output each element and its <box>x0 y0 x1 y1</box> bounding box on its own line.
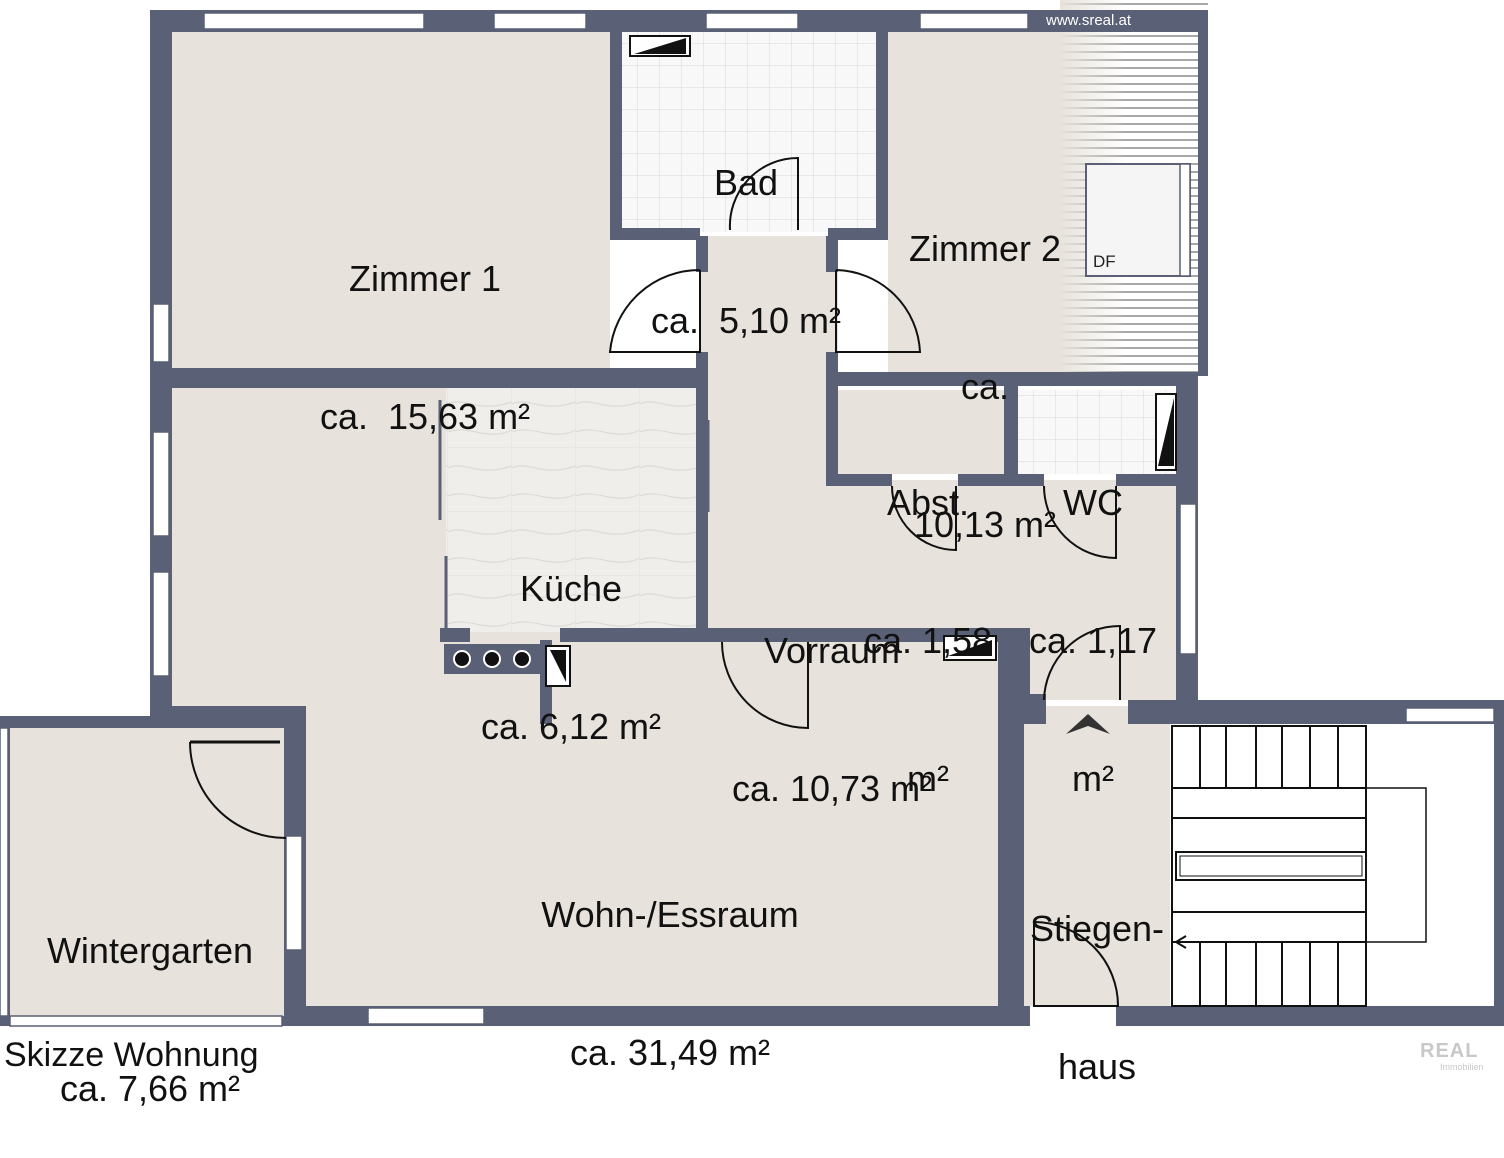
brand-logo: REAL <box>1420 1040 1479 1062</box>
vent-icon-bad <box>629 35 691 57</box>
room-area: m² <box>907 758 949 799</box>
door-abst <box>891 485 957 552</box>
label-bad: Bad ca. 5,10 m² <box>626 68 866 390</box>
floor-abst <box>836 390 1008 474</box>
label-zimmer1: Zimmer 1 ca. 15,63 m² <box>290 164 560 486</box>
label-wohnraum: Wohn-/Essraum ca. 31,49 m² <box>500 800 840 1122</box>
room-name: Wohn-/Essraum <box>541 894 799 935</box>
floor-kueche <box>446 388 696 632</box>
room-name: Zimmer 1 <box>349 258 501 299</box>
door-wintergarten <box>189 741 287 839</box>
room-area: ca. 1,17 <box>1028 620 1158 661</box>
door-entry <box>1043 624 1121 701</box>
watermark-url: www.sreal.at <box>1046 12 1132 29</box>
windows <box>0 12 1495 1027</box>
label-zimmer2: Zimmer 2 ca. 10,13 m² <box>890 134 1080 594</box>
room-area: ca. <box>960 366 1010 407</box>
floor-stiegenhaus <box>1024 706 1170 1006</box>
entry-arrow-icon <box>1066 714 1110 734</box>
room-name: Küche <box>519 568 623 609</box>
door-vorraum-wohn <box>721 641 809 730</box>
room-name: Abst. <box>886 482 970 523</box>
room-name: Wintergarten <box>46 930 254 971</box>
floor-zimmer1 <box>170 28 610 376</box>
room-name: Vorraum <box>763 630 901 671</box>
floor-plan <box>0 0 1504 1027</box>
stove-icon <box>444 644 544 674</box>
floor-wc <box>1018 390 1178 474</box>
floor-bad <box>620 30 880 232</box>
label-wintergarten: Wintergarten ca. 7,66 m² <box>12 836 288 1158</box>
vent-icon-vorraum <box>943 635 997 661</box>
staircase <box>1171 725 1427 1007</box>
room-area: ca. 31,49 m² <box>569 1032 771 1073</box>
label-kueche: Küche ca. 6,12 m² <box>446 474 696 796</box>
label-stiegenhaus: Stiegen- haus <box>1022 814 1172 1136</box>
room-name: haus <box>1057 1046 1137 1087</box>
door-stiegenhaus <box>1033 920 1120 1007</box>
label-wc: WC ca. 1,17 m² <box>1012 388 1174 848</box>
room-area: ca. 10,73 m² <box>731 768 933 809</box>
door-zimmer2 <box>835 269 922 353</box>
room-area: ca. 1,58 <box>863 620 993 661</box>
room-area: ca. 5,10 m² <box>650 300 842 341</box>
brand-logo-subtext: Immobilien <box>1440 1062 1484 1072</box>
vent-markers <box>545 35 1177 687</box>
room-area: m² <box>1072 758 1114 799</box>
floor-wintergarten <box>8 728 292 1018</box>
vent-icon-kueche <box>545 645 571 687</box>
label-abst: Abst. ca. 1,58 m² <box>838 388 1018 848</box>
floor-wohnraum-top <box>170 632 700 712</box>
kitchen-sliding-doors <box>438 400 710 628</box>
room-name: Bad <box>713 162 779 203</box>
plan-caption: Skizze Wohnung <box>4 1036 259 1074</box>
door-bad <box>728 156 799 231</box>
skylight-label: DF <box>1093 252 1116 271</box>
floor-stairs <box>1170 722 1500 1006</box>
room-area: 10,13 m² <box>913 504 1057 545</box>
room-area: ca. 15,63 m² <box>319 396 531 437</box>
door-zimmer1 <box>608 268 701 353</box>
room-name: Zimmer 2 <box>909 228 1061 269</box>
vent-icon-wc <box>1155 393 1177 471</box>
label-vorraum: Vorraum ca. 10,73 m² <box>700 536 964 858</box>
skylight <box>1085 163 1191 277</box>
doors <box>189 156 1121 1007</box>
room-name: WC <box>1063 482 1123 523</box>
room-area: ca. 6,12 m² <box>480 706 662 747</box>
floors <box>8 0 1500 1018</box>
door-wc <box>1043 485 1117 560</box>
room-name: Stiegen- <box>1029 908 1165 949</box>
